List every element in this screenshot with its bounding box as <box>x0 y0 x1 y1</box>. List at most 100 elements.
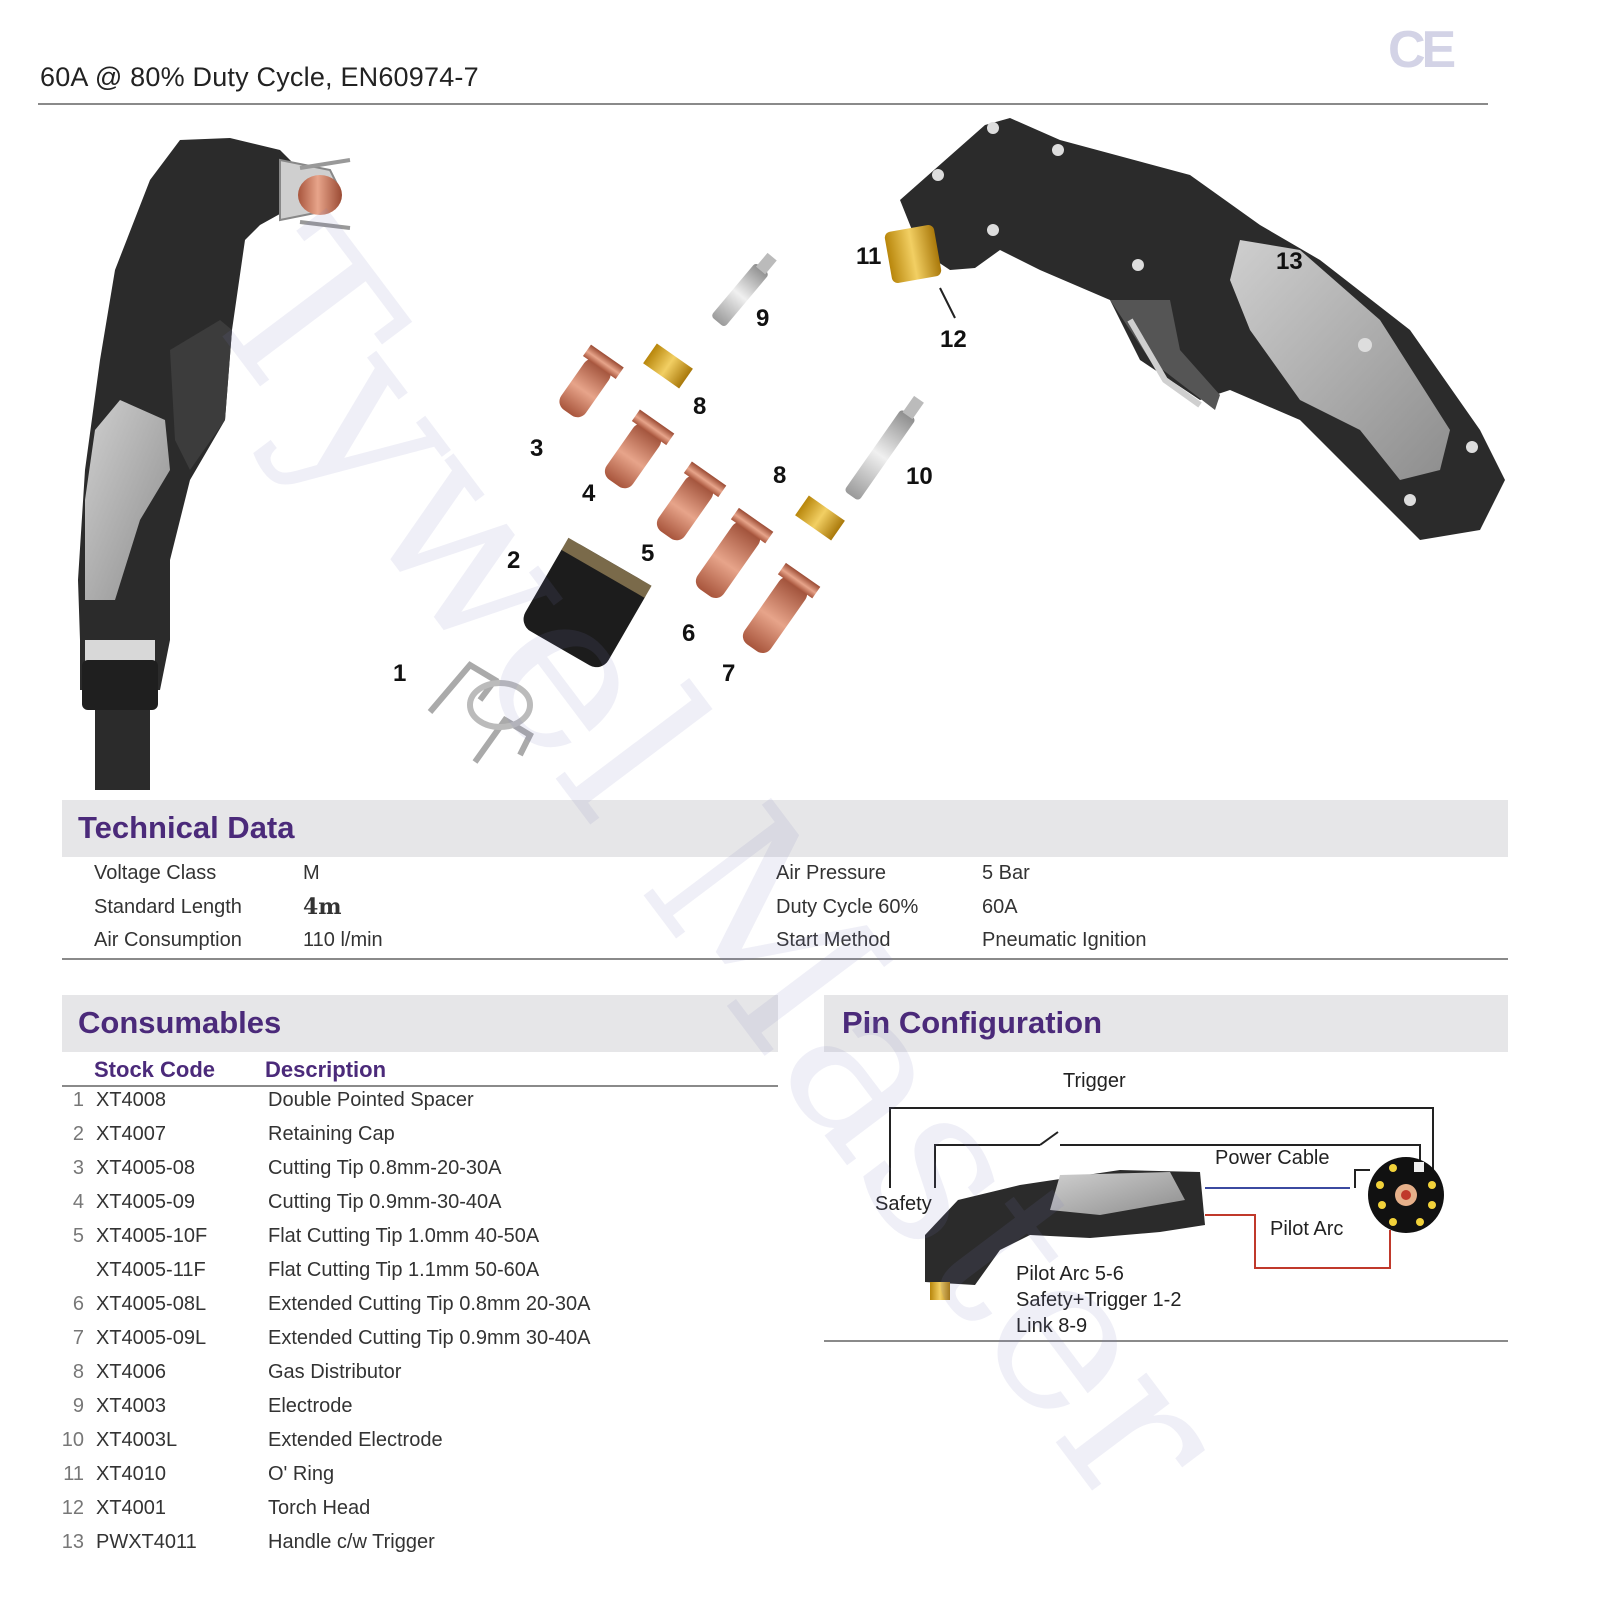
power-cable-label: Power Cable <box>1215 1147 1330 1169</box>
technical-data-title: Technical Data <box>78 810 295 845</box>
consumables-header-divider <box>62 1085 778 1087</box>
pin-note-link: Link 8-9 <box>1016 1315 1088 1337</box>
callout-3: 3 <box>530 435 544 462</box>
description: Retaining Cap <box>268 1123 395 1145</box>
description: Extended Cutting Tip 0.9mm 30-40A <box>268 1327 591 1349</box>
table-row: 4 XT4005-09 Cutting Tip 0.9mm-30-40A <box>60 1191 760 1225</box>
tech-value-air-consumption: 110 l/min <box>303 929 383 951</box>
page-title: 60A @ 80% Duty Cycle, EN60974-7 <box>40 62 479 92</box>
callout-12: 12 <box>940 326 967 353</box>
description: Torch Head <box>268 1497 371 1519</box>
pin-config-divider <box>824 1340 1508 1342</box>
callout-13: 13 <box>1276 248 1303 275</box>
row-number: 11 <box>63 1463 84 1485</box>
tech-value-voltage-class: M <box>303 862 320 884</box>
tech-value-duty-cycle: 60A <box>982 896 1018 918</box>
stock-code: XT4008 <box>96 1089 167 1111</box>
right-torch-image <box>884 118 1505 540</box>
column-header-stock-code: Stock Code <box>94 1057 216 1082</box>
description: Flat Cutting Tip 1.1mm 50-60A <box>268 1259 540 1281</box>
row-number: 3 <box>72 1157 84 1179</box>
row-number: 13 <box>61 1531 84 1553</box>
tech-label-standard-length: Standard Length <box>94 896 242 918</box>
pin-note-safety-trigger: Safety+Trigger 1-2 <box>1016 1289 1182 1311</box>
pin-config-title: Pin Configuration <box>842 1005 1103 1040</box>
table-row: XT4005-11F Flat Cutting Tip 1.1mm 50-60A <box>60 1259 760 1293</box>
callout-7: 7 <box>722 660 736 687</box>
tech-value-air-pressure: 5 Bar <box>982 862 1030 884</box>
pin-config-diagram <box>889 1107 1444 1300</box>
callout-8b: 8 <box>773 462 787 489</box>
callout-10: 10 <box>906 463 933 490</box>
stock-code: XT4005-11F <box>96 1259 206 1281</box>
header-divider <box>38 103 1488 105</box>
stock-code: XT4005-09 <box>96 1191 195 1213</box>
consumables-header-bar <box>62 995 778 1052</box>
tech-label-start-method: Start Method <box>776 929 891 951</box>
tech-label-duty-cycle: Duty Cycle 60% <box>776 896 919 918</box>
description: Extended Electrode <box>268 1429 443 1451</box>
left-torch-image <box>78 138 351 790</box>
callout-8a: 8 <box>693 393 707 420</box>
stock-code: XT4005-08L <box>96 1293 207 1315</box>
exploded-parts <box>427 252 924 764</box>
callout-4: 4 <box>582 480 596 507</box>
tech-value-standard-length: 4m <box>303 894 342 920</box>
stock-code: XT4005-08 <box>96 1157 195 1179</box>
stock-code: XT4005-10F <box>96 1225 208 1247</box>
technical-data-header-bar <box>62 800 1508 857</box>
row-number: 10 <box>61 1429 84 1451</box>
callout-9: 9 <box>756 305 770 332</box>
description: Gas Distributor <box>268 1361 402 1383</box>
tech-label-air-pressure: Air Pressure <box>776 862 887 884</box>
table-row: 10 XT4003L Extended Electrode <box>60 1429 760 1463</box>
stock-code: XT4003 <box>96 1395 167 1417</box>
row-number: 2 <box>72 1123 84 1145</box>
callout-2: 2 <box>507 547 521 574</box>
stock-code: PWXT4011 <box>96 1531 197 1553</box>
row-number: 8 <box>72 1361 84 1383</box>
stock-code: XT4005-09L <box>96 1327 207 1349</box>
table-row: 3 XT4005-08 Cutting Tip 0.8mm-20-30A <box>60 1157 760 1191</box>
tech-label-voltage-class: Voltage Class <box>94 862 217 884</box>
row-number: 6 <box>72 1293 84 1315</box>
technical-data-divider <box>62 958 1508 960</box>
table-row: 1 XT4008 Double Pointed Spacer <box>60 1089 760 1123</box>
stock-code: XT4010 <box>96 1463 167 1485</box>
row-number: 7 <box>72 1327 84 1349</box>
trigger-label: Trigger <box>1063 1070 1126 1092</box>
tech-value-start-method: Pneumatic Ignition <box>982 929 1147 951</box>
row-number: 9 <box>72 1395 84 1417</box>
stock-code: XT4001 <box>96 1497 167 1519</box>
ce-mark-logo: CE <box>1388 21 1456 79</box>
table-row: 2 XT4007 Retaining Cap <box>60 1123 760 1157</box>
description: Cutting Tip 0.9mm-30-40A <box>268 1191 502 1213</box>
description: Electrode <box>268 1395 353 1417</box>
stock-code: XT4007 <box>96 1123 167 1145</box>
table-row: 9 XT4003 Electrode <box>60 1395 760 1429</box>
row-number: 5 <box>72 1225 84 1247</box>
callout-11: 11 <box>856 243 882 270</box>
stock-code: XT4006 <box>96 1361 167 1383</box>
tech-label-air-consumption: Air Consumption <box>94 929 242 951</box>
stock-code: XT4003L <box>96 1429 178 1451</box>
description: Cutting Tip 0.8mm-20-30A <box>268 1157 502 1179</box>
table-row: 7 XT4005-09L Extended Cutting Tip 0.9mm 30… <box>60 1327 760 1361</box>
description: Double Pointed Spacer <box>268 1089 474 1111</box>
description: Handle c/w Trigger <box>268 1531 435 1553</box>
callout-1: 1 <box>393 660 407 687</box>
consumables-title: Consumables <box>78 1005 282 1040</box>
safety-label: Safety <box>875 1193 932 1215</box>
pilot-arc-label: Pilot Arc <box>1270 1218 1344 1240</box>
table-row: 8 XT4006 Gas Distributor <box>60 1361 760 1395</box>
row-number: 1 <box>72 1089 84 1111</box>
pin-note-pilot-arc: Pilot Arc 5-6 <box>1016 1263 1124 1285</box>
pin-config-header-bar <box>824 995 1508 1052</box>
row-number: 4 <box>72 1191 84 1213</box>
table-row: 13 PWXT4011 Handle c/w Trigger <box>60 1531 760 1565</box>
